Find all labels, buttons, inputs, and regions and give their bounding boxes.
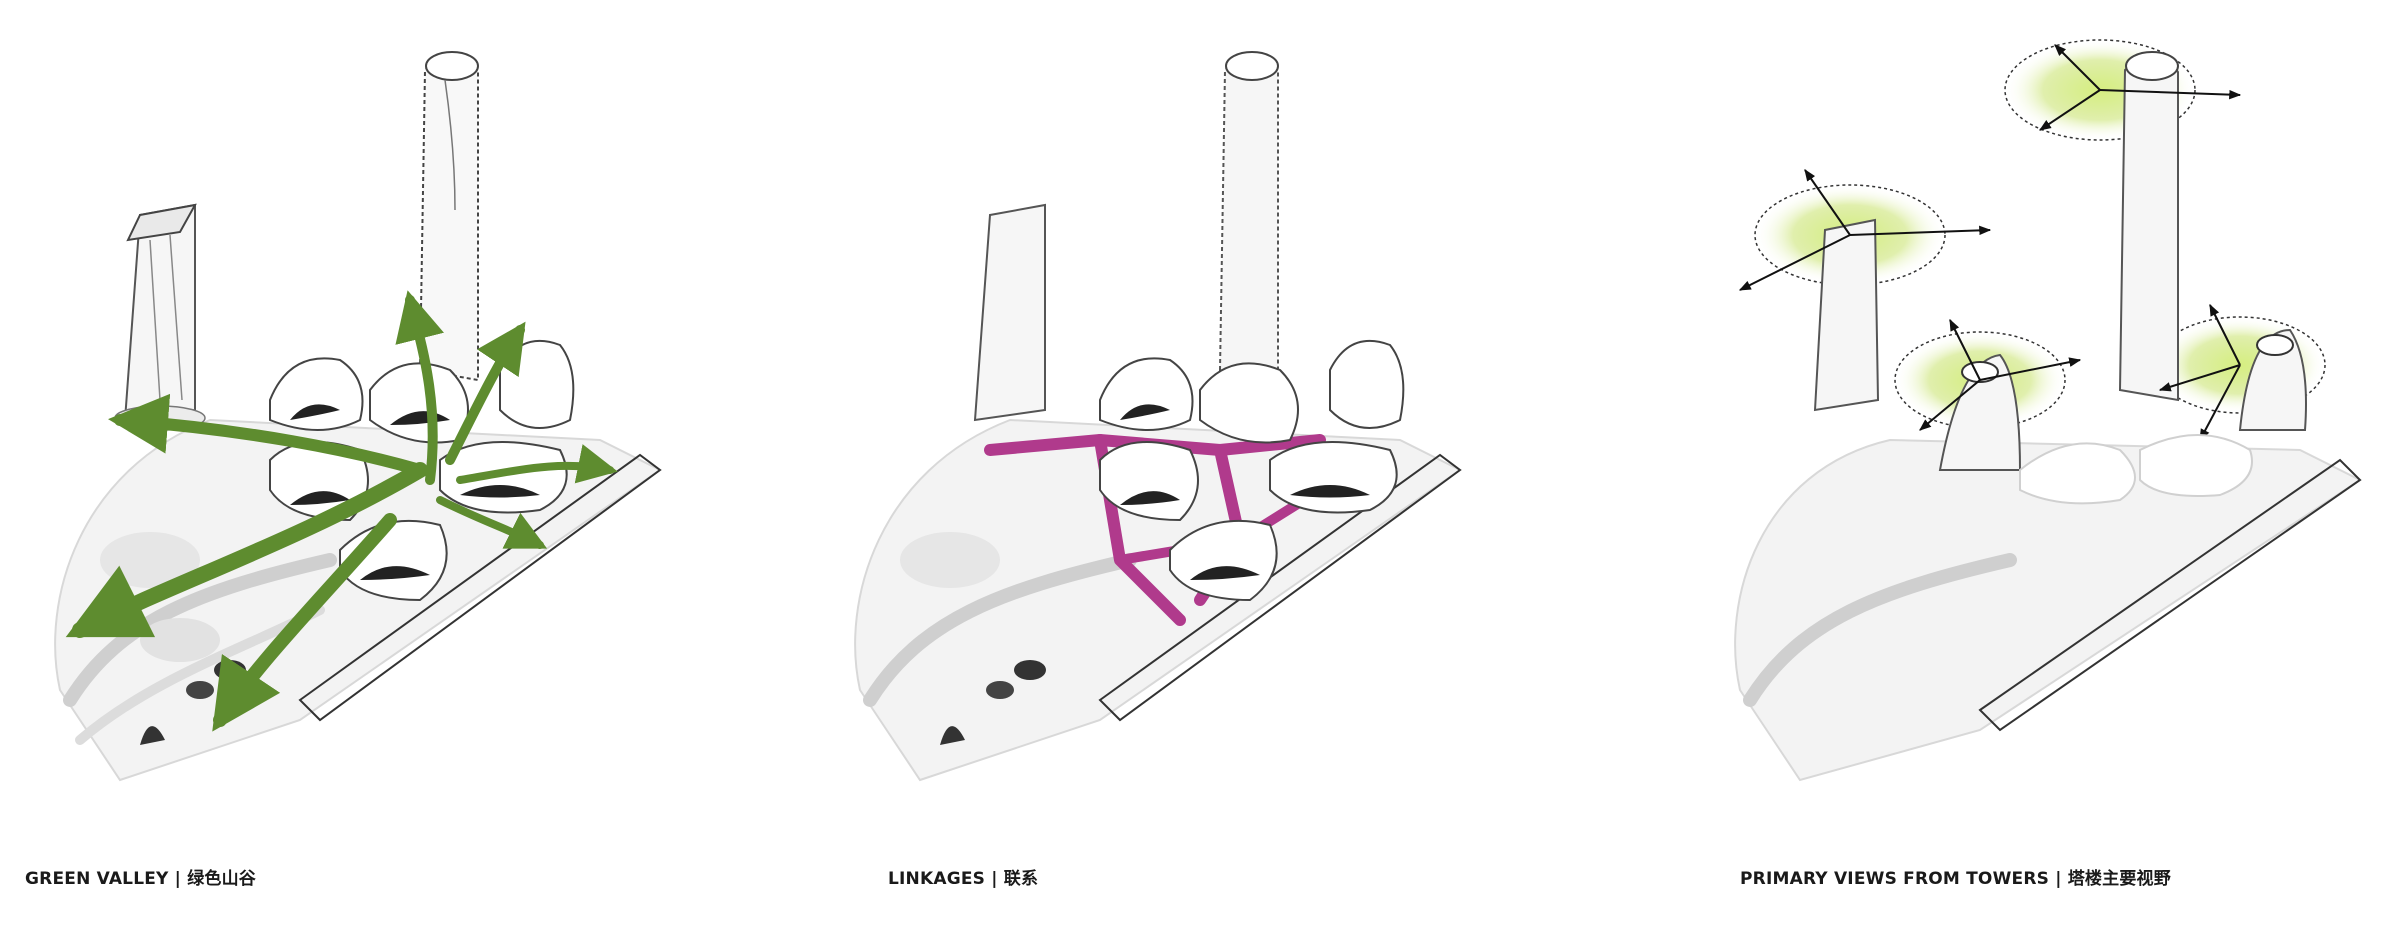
primary-views-diagram [1734, 39, 2362, 782]
caption-linkages: LINKAGES | 联系 [888, 869, 1039, 889]
panel-green-valley: GREEN VALLEY | 绿色山谷 [0, 0, 800, 936]
caption-primary-views: PRIMARY VIEWS FROM TOWERS | 塔楼主要视野 [1740, 869, 2171, 889]
panel-linkages: LINKAGES | 联系 [800, 0, 1600, 936]
linkages-diagram [854, 51, 1462, 782]
caption-green-valley: GREEN VALLEY | 绿色山谷 [25, 869, 257, 889]
green-valley-diagram [54, 51, 662, 782]
panel-primary-views: PRIMARY VIEWS FROM TOWERS | 塔楼主要视野 [1600, 0, 2400, 936]
tower-a [114, 203, 206, 431]
green-valley-network [65, 290, 618, 732]
tower-tall [418, 51, 479, 382]
view-arrows [1738, 44, 2242, 442]
towers [1813, 54, 2307, 471]
